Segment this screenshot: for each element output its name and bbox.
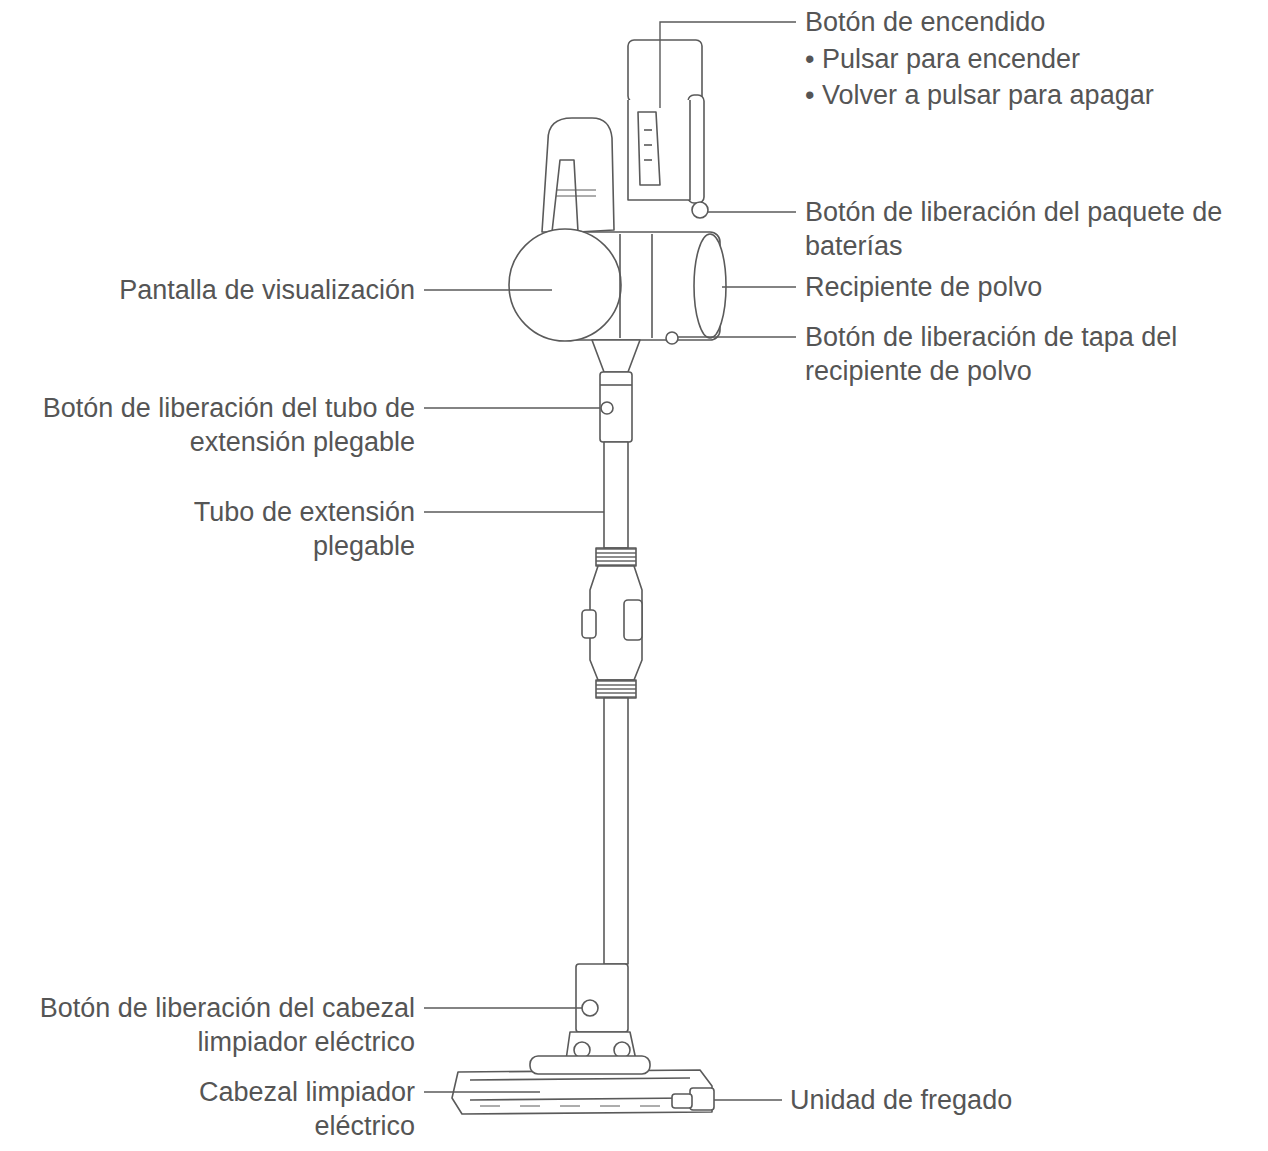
head-release-button [582, 1000, 598, 1016]
part-label: Tubo de extensión plegable [135, 495, 415, 563]
handle-top [628, 40, 702, 102]
part-label: Cabezal limpiador eléctrico [145, 1075, 415, 1143]
thread-ring [596, 680, 636, 698]
handle-frame [628, 100, 690, 200]
part-label: Unidad de fregado [790, 1083, 1250, 1117]
tube-release-collar [600, 372, 632, 442]
part-label: Botón de encendido [805, 5, 1260, 39]
lower-tube [604, 698, 628, 964]
part-label: • Pulsar para encender [805, 42, 1260, 76]
dust-bin-end [694, 234, 726, 338]
part-label: Pantalla de visualización [10, 273, 415, 307]
part-label: Botón de liberación de tapa del recipien… [805, 320, 1260, 388]
part-label: Botón de liberación del cabezal limpiado… [10, 991, 415, 1059]
thread-ring [596, 548, 636, 566]
vacuum-drawing [452, 40, 726, 1114]
upper-tube [604, 442, 628, 548]
head-release-collar [576, 964, 628, 1032]
rear-handle [542, 118, 614, 232]
head-cover [530, 1056, 650, 1074]
bin-lid-release [666, 332, 678, 344]
mop-unit [690, 1088, 714, 1110]
part-label: Recipiente de polvo [805, 270, 1260, 304]
folding-joint [590, 566, 642, 680]
part-label: Botón de liberación del paquete de bater… [805, 195, 1260, 263]
battery-release-button [692, 202, 708, 218]
part-label: • Volver a pulsar para apagar [805, 78, 1260, 112]
neck [592, 340, 640, 372]
tube-release-button [601, 402, 613, 414]
leader-lines [424, 22, 796, 1100]
part-label: Botón de liberación del tubo de extensió… [10, 391, 415, 459]
display-housing [509, 229, 621, 341]
handle-grip [638, 112, 660, 185]
